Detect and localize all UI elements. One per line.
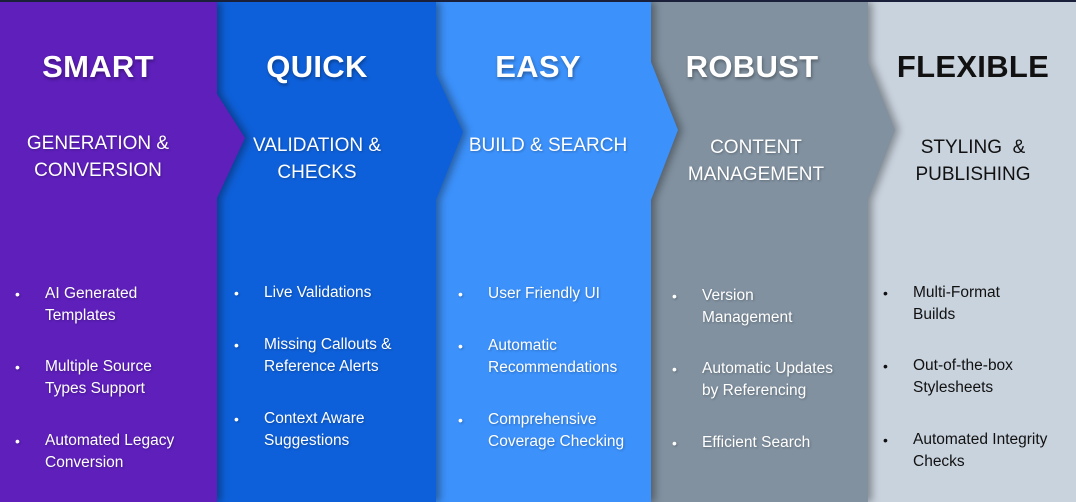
item-line: Efficient Search [702, 434, 811, 451]
item-line: Multiple Source [45, 358, 152, 375]
smart-content: SMART GENERATION & CONVERSION • AI Gener… [0, 2, 196, 502]
bullet-icon: • [458, 338, 463, 354]
item-line: User Friendly UI [488, 285, 600, 302]
item-line: Automatic Updates [702, 360, 833, 377]
panel-quick [216, 2, 468, 502]
list-item: • Multi-Format Builds [883, 282, 1000, 326]
item-line: Out-of-the-box [913, 357, 1013, 374]
bullet-icon: • [234, 285, 239, 301]
subtitle-line: PUBLISHING [915, 164, 1031, 185]
item-line: Suggestions [264, 432, 350, 449]
panel-flexible [866, 2, 1076, 502]
list-item: • Automatic Recommendations [458, 335, 618, 379]
subtitle-line: CONTENT [710, 137, 802, 158]
panel-title: FLEXIBLE [896, 49, 1050, 84]
panel-subtitle: GENERATION & CONVERSION [0, 130, 196, 184]
list-item: • Live Validations [234, 282, 372, 304]
item-line: Multi-Format [913, 284, 1000, 301]
panel-subtitle: BUILD & SEARCH [440, 132, 656, 159]
item-line: Conversion [45, 454, 124, 471]
list-item: • Version Management [672, 285, 793, 329]
list-item: • AI Generated Templates [15, 283, 138, 327]
bullet-icon: • [883, 285, 888, 301]
subtitle-line: GENERATION & [26, 133, 170, 154]
bullet-icon: • [672, 361, 677, 377]
robust-content: ROBUST CONTENT MANAGEMENT • Version Mana… [649, 2, 867, 502]
list-item: • Automatic Updates by Referencing [672, 358, 833, 402]
panel-title: SMART [42, 49, 154, 84]
item-line: Recommendations [488, 359, 618, 376]
list-item: • Automated Integrity Checks [883, 429, 1048, 473]
bullet-icon: • [883, 432, 888, 448]
subtitle-line: CONVERSION [34, 160, 162, 181]
list-item: • Context Aware Suggestions [234, 408, 365, 452]
item-line: Missing Callouts & [264, 336, 392, 353]
list-item: • Automated Legacy Conversion [15, 430, 175, 474]
panel-smart [0, 2, 250, 502]
item-line: by Referencing [702, 382, 807, 399]
item-line: Templates [45, 307, 116, 324]
item-line: Automatic [488, 337, 557, 354]
item-line: Live Validations [264, 284, 372, 301]
item-line: Coverage Checking [488, 433, 625, 450]
bullet-icon: • [15, 359, 20, 375]
bullet-icon: • [672, 288, 677, 304]
item-line: Builds [913, 306, 956, 323]
flexible-content: FLEXIBLE STYLING & PUBLISHING • Multi-Fo… [866, 2, 1076, 502]
subtitle-line: MANAGEMENT [687, 164, 825, 185]
panel-robust [649, 2, 899, 502]
item-line: Automated Integrity [913, 431, 1048, 448]
panel-subtitle: VALIDATION & CHECKS [210, 132, 424, 186]
item-line: Stylesheets [913, 379, 994, 396]
item-line: Reference Alerts [264, 358, 379, 375]
bullet-icon: • [15, 433, 20, 449]
list-item: • Missing Callouts & Reference Alerts [234, 334, 392, 378]
item-line: Automated Legacy [45, 432, 175, 449]
panel-title: QUICK [266, 49, 368, 84]
item-line: Context Aware [264, 410, 365, 427]
bullet-icon: • [458, 412, 463, 428]
bullet-icon: • [883, 358, 888, 374]
easy-content: EASY BUILD & SEARCH • User Friendly UI •… [434, 2, 650, 502]
panel-subtitle: STYLING & PUBLISHING [868, 134, 1076, 188]
bullet-icon: • [234, 337, 239, 353]
item-line: AI Generated [45, 285, 138, 302]
bullet-icon: • [458, 286, 463, 302]
list-item: • Multiple Source Types Support [15, 356, 152, 400]
item-line: Version [702, 287, 754, 304]
subtitle-line: STYLING & [920, 137, 1026, 158]
panel-title: ROBUST [685, 49, 819, 84]
item-line: Types Support [45, 380, 145, 397]
bullet-icon: • [672, 435, 677, 451]
subtitle-line: BUILD & SEARCH [468, 135, 628, 156]
quick-content: QUICK VALIDATION & CHECKS • Live Validat… [216, 2, 430, 502]
panel-easy [434, 2, 684, 502]
panel-title: EASY [495, 49, 581, 84]
list-item: • Comprehensive Coverage Checking [458, 409, 625, 453]
item-line: Comprehensive [488, 411, 597, 428]
subtitle-line: CHECKS [277, 162, 357, 183]
list-item: • Out-of-the-box Stylesheets [883, 355, 1013, 399]
bullet-icon: • [234, 411, 239, 427]
bullet-icon: • [15, 286, 20, 302]
panel-subtitle: CONTENT MANAGEMENT [647, 134, 865, 188]
item-line: Management [702, 309, 793, 326]
list-item: • Efficient Search [672, 432, 811, 454]
item-line: Checks [913, 453, 965, 470]
list-item: • User Friendly UI [458, 283, 600, 305]
subtitle-line: VALIDATION & [252, 135, 382, 156]
